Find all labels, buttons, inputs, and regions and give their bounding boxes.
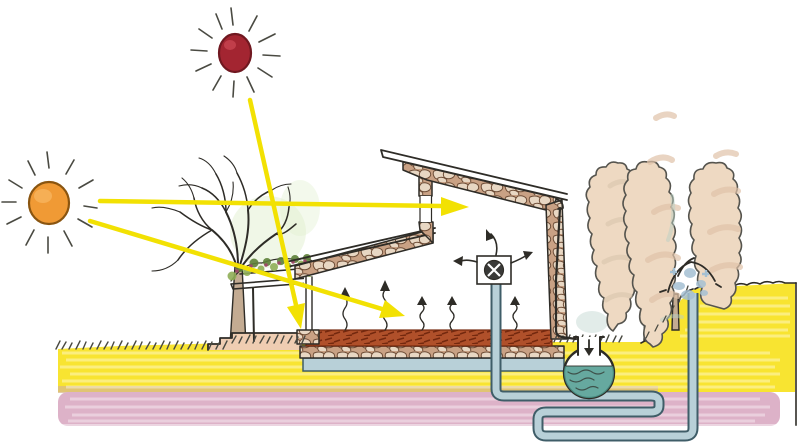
summer-sun-icon [217, 32, 253, 74]
windbreak-trees [585, 111, 743, 348]
house-interior [340, 229, 533, 331]
heat-radiation-arrows [342, 289, 518, 331]
thermal-mass-floor [305, 329, 553, 347]
ray-onto-floor [87, 218, 385, 312]
cistern-neck-lines [573, 336, 605, 356]
downspout [554, 206, 578, 341]
solar-gain-arrows [87, 97, 469, 329]
terrace-fill [208, 333, 302, 350]
south-glazing-gap [304, 277, 314, 331]
upper-roof-plank [380, 149, 568, 201]
tree-branches [151, 155, 297, 272]
cistern-water-scribble [565, 365, 613, 391]
windbreak-tree-right [687, 161, 743, 310]
inflow-arrowhead [584, 348, 594, 356]
water-layer [302, 357, 565, 372]
evaporative-fountain [659, 257, 722, 300]
tan-soil-band [58, 386, 658, 393]
grass-left-2 [231, 334, 306, 344]
underground-air-loop-pipe [490, 283, 699, 442]
summer-sun-rays-icon [190, 7, 281, 98]
steps-outline [207, 332, 303, 351]
teal-wash [576, 311, 608, 333]
ray-onto-floor-head [379, 300, 405, 318]
house-section [285, 149, 568, 372]
grass-slope [645, 285, 689, 339]
gutter [555, 198, 564, 210]
south-wall-base [296, 329, 320, 345]
summer-sun-highlight [224, 40, 236, 50]
clerestory-window [419, 196, 432, 222]
ray-summer-blocked-head [287, 303, 305, 329]
winter-sun-icon [27, 180, 71, 226]
deciduous-tree [151, 155, 297, 346]
winter-sun-highlight [34, 189, 52, 203]
clerestory-window-frame [419, 195, 433, 223]
sky-green-wash-2 [280, 180, 320, 236]
grass-line [55, 285, 689, 350]
ray-into-clerestory-head [441, 197, 469, 216]
spray-splashes [670, 268, 709, 277]
rainwater-cistern [554, 206, 616, 400]
fan-blades [487, 263, 501, 277]
air-distribution-arrows [453, 229, 533, 266]
grass-left [55, 340, 228, 350]
foundation-stones [299, 345, 565, 359]
winter-sun-rays-icon [1, 151, 98, 254]
lower-roof-insulation [294, 228, 434, 280]
ray-into-clerestory [97, 198, 444, 209]
ray-summer-blocked [247, 97, 299, 308]
pergola-beams [230, 268, 310, 290]
pergola-post [252, 287, 255, 342]
summer-sun [190, 7, 281, 98]
heat-arrowheads [340, 280, 520, 305]
terrace-and-steps [207, 332, 303, 351]
winter-sun [1, 151, 98, 254]
